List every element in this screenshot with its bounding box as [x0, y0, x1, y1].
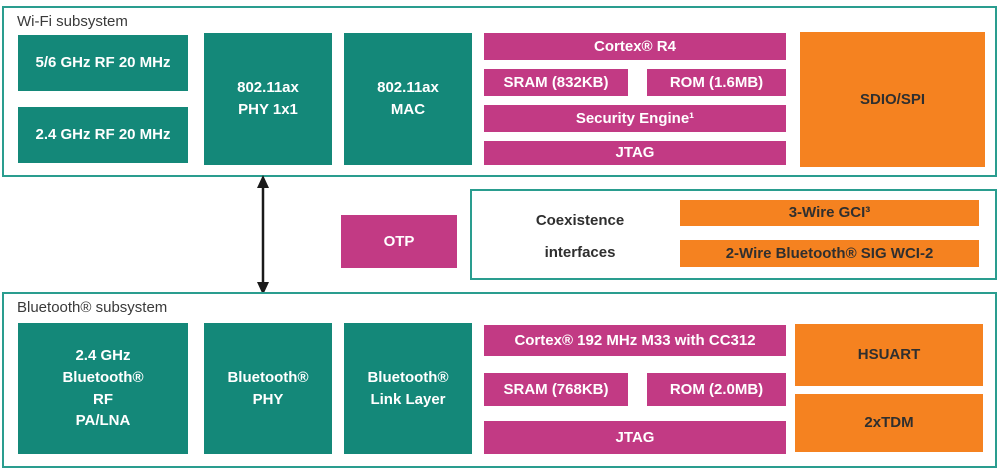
block-security-engine: Security Engine¹: [484, 105, 786, 132]
block-80211ax-phy: 802.11ax PHY 1x1: [204, 33, 332, 165]
bluetooth-subsystem-box: Bluetooth® subsystem 2.4 GHz Bluetooth® …: [2, 292, 997, 468]
coexistence-interfaces-box: Coexistence interfaces 3-Wire GCI³ 2-Wir…: [470, 189, 997, 280]
block-80211ax-mac: 802.11ax MAC: [344, 33, 472, 165]
block-cortex-r4: Cortex® R4: [484, 33, 786, 60]
block-3-wire-gci: 3-Wire GCI³: [680, 200, 979, 226]
block-2-wire-wci2: 2-Wire Bluetooth® SIG WCI-2: [680, 240, 979, 267]
block-bt-jtag: JTAG: [484, 421, 786, 454]
block-wifi-rom: ROM (1.6MB): [647, 69, 786, 96]
block-hsuart: HSUART: [795, 324, 983, 386]
block-5-6ghz-rf: 5/6 GHz RF 20 MHz: [18, 35, 188, 91]
block-bt-sram: SRAM (768KB): [484, 373, 628, 406]
block-sdio-spi: SDIO/SPI: [800, 32, 985, 167]
coexistence-interfaces-label: Coexistence interfaces: [535, 212, 625, 261]
wifi-subsystem-label: Wi-Fi subsystem: [17, 13, 128, 30]
block-wifi-sram: SRAM (832KB): [484, 69, 628, 96]
block-bt-phy: Bluetooth® PHY: [204, 323, 332, 454]
block-2-4ghz-rf: 2.4 GHz RF 20 MHz: [18, 107, 188, 163]
bluetooth-subsystem-label: Bluetooth® subsystem: [17, 299, 168, 316]
block-bt-rf-pa-lna: 2.4 GHz Bluetooth® RF PA/LNA: [18, 323, 188, 454]
block-bt-rom: ROM (2.0MB): [647, 373, 786, 406]
block-cortex-m33: Cortex® 192 MHz M33 with CC312: [484, 325, 786, 356]
block-2xtdm: 2xTDM: [795, 394, 983, 452]
bidirectional-arrow-icon: [257, 175, 269, 295]
block-bt-link-layer: Bluetooth® Link Layer: [344, 323, 472, 454]
wifi-subsystem-box: Wi-Fi subsystem 5/6 GHz RF 20 MHz 2.4 GH…: [2, 6, 997, 177]
block-wifi-jtag: JTAG: [484, 141, 786, 165]
block-otp: OTP: [341, 215, 457, 268]
